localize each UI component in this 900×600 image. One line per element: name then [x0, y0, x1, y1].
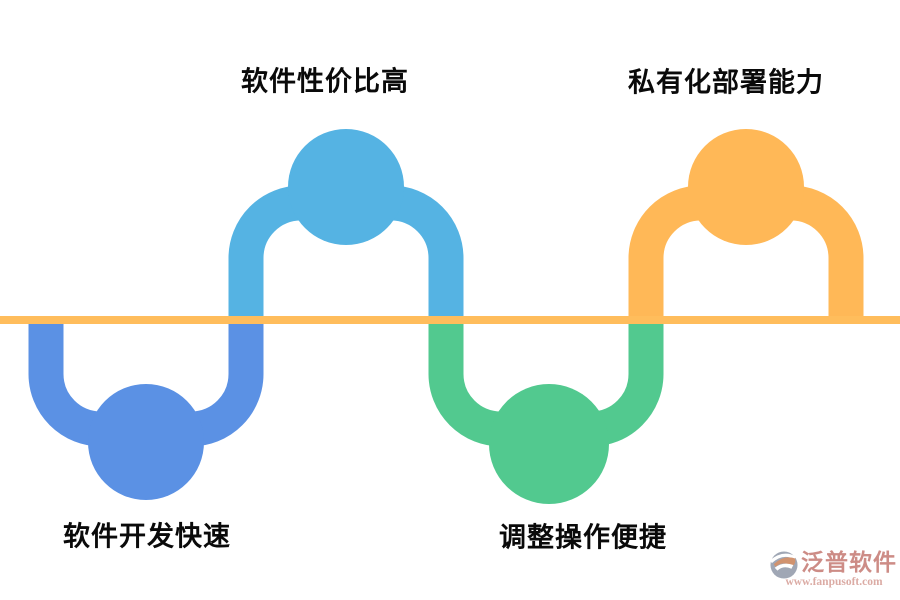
brand-name: 泛普软件: [801, 550, 897, 575]
fanpu-logo-icon: [770, 551, 798, 579]
feature-label-easy-adjust: 调整操作便捷: [499, 522, 667, 553]
wave-node-private-deploy: [688, 129, 804, 245]
feature-label-dev-speed: 软件开发快速: [63, 521, 231, 552]
baseline: [0, 316, 900, 324]
feature-label-cost-effective: 软件性价比高: [241, 66, 409, 97]
brand-watermark: 泛普软件 www.fanpusoft.com: [768, 549, 900, 599]
wave-node-cost-effective: [288, 129, 404, 245]
wave-node-easy-adjust: [489, 384, 609, 504]
brand-url: www.fanpusoft.com: [785, 576, 883, 588]
feature-label-private-deploy: 私有化部署能力: [628, 67, 824, 98]
wave-node-dev-speed: [88, 384, 204, 500]
